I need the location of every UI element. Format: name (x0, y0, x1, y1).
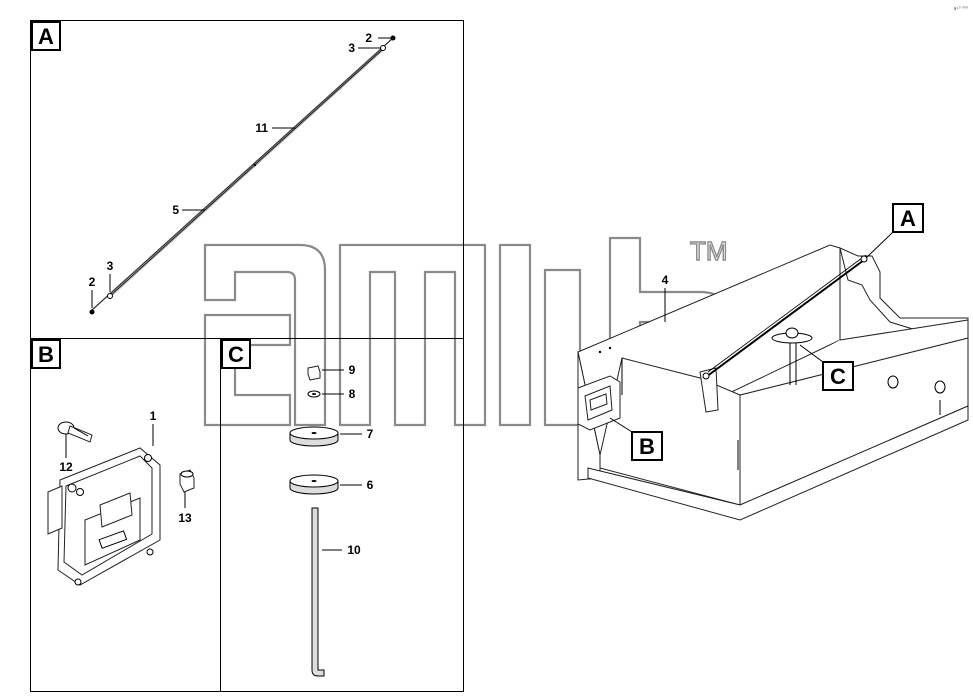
callout-6: 6 (367, 478, 374, 492)
view-callout-b: B (631, 431, 663, 461)
watermark-tm: TM (690, 236, 728, 266)
bolt-part (57, 421, 93, 443)
callout-2-top: 2 (365, 31, 372, 45)
callout-11: 11 (255, 121, 268, 135)
tray-assembly (577, 244, 969, 521)
panel-c-frame (220, 338, 464, 692)
svg-text:B: B (639, 434, 655, 459)
svg-text:C: C (228, 342, 244, 367)
svg-text:C: C (830, 364, 846, 389)
svg-text:A: A (900, 206, 916, 231)
callout-7: 7 (367, 427, 374, 441)
callout-5: 5 (172, 203, 179, 217)
hook-rod-part (311, 507, 325, 677)
view-callout-c: C (822, 361, 854, 391)
panel-c-label: C (221, 339, 251, 369)
svg-text:B: B (38, 342, 54, 367)
callout-9: 9 (349, 363, 356, 377)
callout-3-bottom: 3 (107, 259, 114, 273)
small-nut-part (307, 365, 321, 381)
panel-a-label: A (31, 21, 61, 51)
disc-lower-part (289, 474, 339, 495)
nut-part (179, 469, 195, 493)
rod-assembly (89, 35, 396, 315)
callout-2-bottom: 2 (89, 275, 96, 289)
callout-8: 8 (349, 387, 356, 401)
panel-b-label: B (31, 339, 61, 369)
disc-upper-part (289, 426, 339, 447)
callout-13: 13 (178, 511, 192, 525)
callout-12: 12 (59, 460, 73, 474)
view-callout-a: A (892, 203, 924, 233)
callout-10: 10 (347, 543, 361, 557)
corner-mark: a⁴⁰ ⁰⁰⁰ (954, 6, 968, 12)
callout-4: 4 (662, 273, 669, 287)
panel-a-frame (30, 20, 464, 339)
washer-part (307, 390, 321, 398)
latch-bracket (47, 447, 161, 586)
svg-text:A: A (38, 24, 54, 49)
callout-3-top: 3 (348, 41, 355, 55)
callout-1: 1 (150, 409, 157, 423)
